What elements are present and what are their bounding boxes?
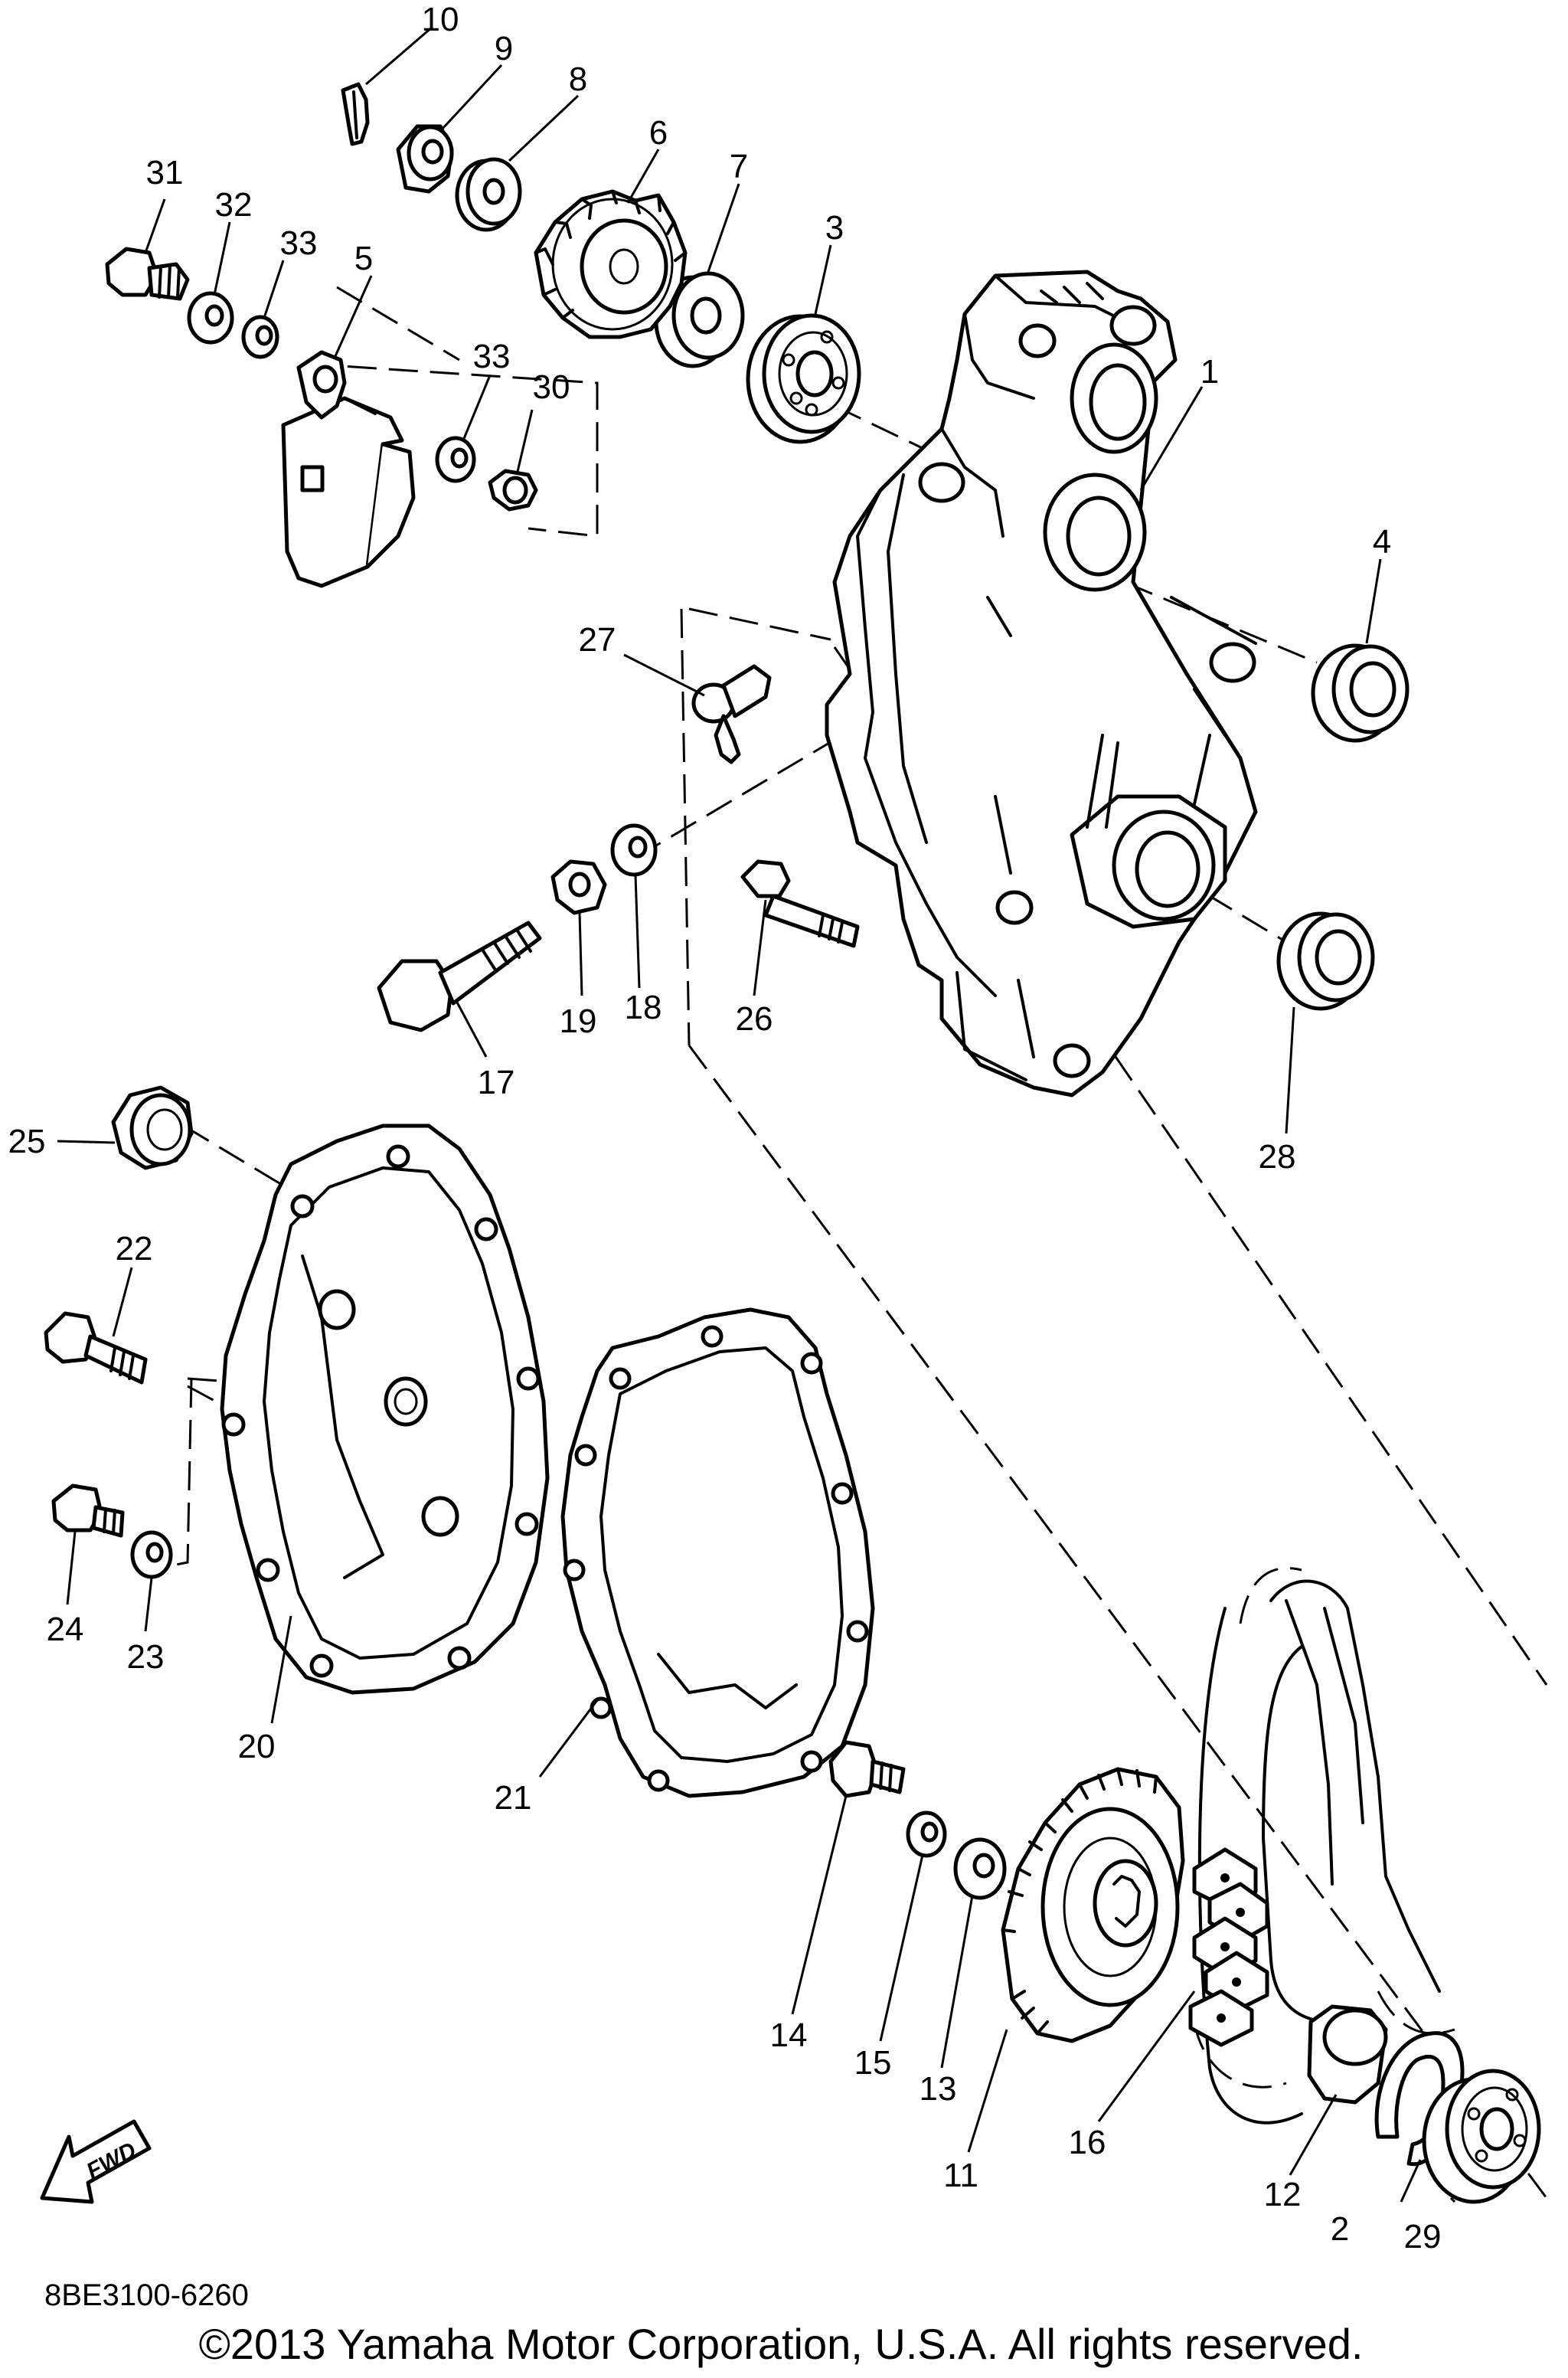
callout-11: 11 [943, 2157, 978, 2194]
callout-6: 6 [649, 114, 668, 152]
diagram-code: 8BE3100-6260 [44, 2278, 249, 2312]
callout-21: 21 [495, 1779, 532, 1817]
washer-32 [187, 291, 234, 345]
bolt-22 [44, 1311, 148, 1385]
collar-30 [488, 469, 538, 512]
washer-18 [610, 823, 658, 877]
callout-5: 5 [354, 240, 373, 277]
callout-24: 24 [47, 1611, 84, 1648]
cotter-pin-10 [341, 82, 370, 146]
drive-chain-16 [1188, 1567, 1455, 2124]
bolt-24 [51, 1483, 125, 1538]
callout-25: 25 [8, 1123, 46, 1160]
bolt-17 [377, 921, 542, 1032]
callout-12: 12 [1264, 2176, 1302, 2213]
cap-25 [111, 1085, 194, 1170]
chain-guard-5 [281, 350, 416, 588]
callout-2: 2 [1331, 2210, 1349, 2248]
washer-8 [455, 157, 522, 232]
fwd-direction-arrow-icon: FWD [40, 2119, 152, 2204]
copyright-notice: ©2013 Yamaha Motor Corporation, U.S.A. A… [199, 2320, 1364, 2368]
grease-nipple-27 [691, 664, 772, 764]
bolt-26 [740, 859, 860, 948]
bolt-14 [828, 1740, 906, 1798]
callout-23: 23 [127, 1638, 165, 1676]
callout-22: 22 [116, 1230, 153, 1268]
callout-31: 31 [146, 154, 184, 191]
oil-seal-4 [1311, 643, 1410, 743]
sprocket-6 [534, 189, 688, 339]
gasket-21 [560, 1307, 875, 1798]
nut-9 [396, 124, 454, 194]
collar-12 [1307, 2004, 1388, 2105]
washer-33-upper [241, 315, 279, 359]
callout-leader-lines [57, 25, 1456, 2203]
callout-13: 13 [920, 2070, 957, 2108]
washer-23 [130, 1530, 173, 1579]
washer-13 [953, 1837, 1007, 1900]
callout-17: 17 [478, 1064, 515, 1101]
bearing-3 [746, 313, 861, 444]
assembly-guide-lines [149, 286, 1548, 2199]
callout-10: 10 [422, 1, 459, 38]
callout-26: 26 [736, 1000, 773, 1038]
bearing-29 [1422, 2069, 1541, 2204]
callout-27: 27 [579, 621, 616, 659]
oil-seal-28 [1276, 911, 1375, 1011]
callout-29: 29 [1404, 2218, 1442, 2255]
callout-33-upper: 33 [280, 224, 318, 262]
callout-19: 19 [560, 1003, 597, 1040]
callout-20: 20 [238, 1728, 276, 1765]
chain-case-cover-20 [220, 1124, 550, 1695]
callout-18: 18 [625, 989, 662, 1026]
callout-7: 7 [730, 148, 748, 185]
callout-15: 15 [854, 2044, 892, 2082]
bolt-31 [105, 247, 190, 301]
callout-1: 1 [1200, 353, 1219, 391]
callout-3: 3 [825, 209, 844, 247]
callout-9: 9 [495, 30, 513, 67]
washer-33-lower [435, 436, 476, 483]
sprocket-11 [1001, 1767, 1185, 2043]
nut-19 [550, 859, 607, 915]
callout-32: 32 [215, 186, 253, 224]
callout-28: 28 [1259, 1138, 1296, 1176]
chain-case-housing [825, 270, 1258, 1097]
callout-4: 4 [1373, 523, 1391, 561]
callout-8: 8 [569, 61, 587, 98]
washer-15 [906, 1810, 947, 1858]
callout-30: 30 [533, 368, 570, 406]
callout-16: 16 [1069, 2124, 1106, 2161]
callout-14: 14 [770, 2017, 808, 2054]
callout-numbers: 1 2 3 4 5 6 7 8 9 10 11 12 13 14 15 16 1… [8, 1, 1442, 2255]
callout-33-lower: 33 [473, 338, 511, 375]
